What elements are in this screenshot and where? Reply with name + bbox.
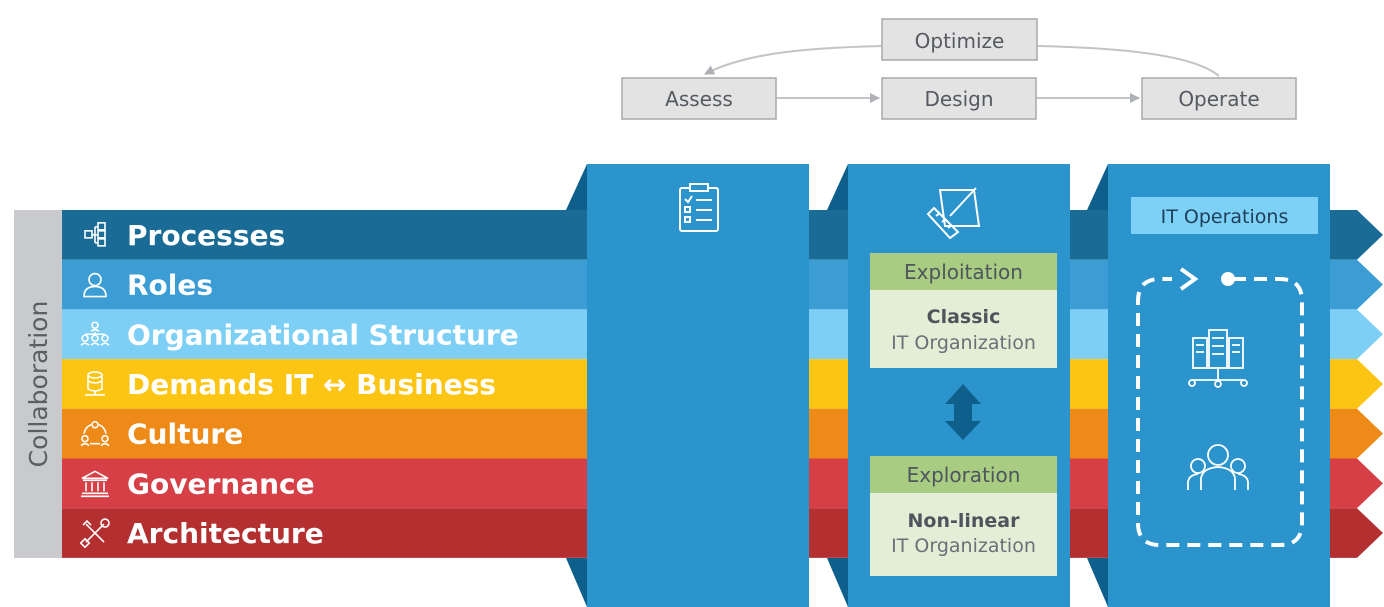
clipboard-checklist-icon xyxy=(679,183,719,232)
band-label: Organizational Structure xyxy=(127,318,519,351)
operate-box: Operate xyxy=(1141,77,1297,120)
exploration-subtitle: IT Organization xyxy=(891,535,1036,557)
band-label: Governance xyxy=(127,467,315,500)
person-icon xyxy=(83,272,107,298)
band-label: Culture xyxy=(127,418,243,451)
bidirectional-arrow-icon xyxy=(945,384,981,440)
exploitation-card: Exploitation Classic IT Organization xyxy=(870,253,1057,368)
band-label: Architecture xyxy=(127,517,324,550)
collaboration-label: Collaboration xyxy=(24,301,53,468)
assess-panel xyxy=(566,164,809,607)
operations-loop-icon xyxy=(1136,267,1304,547)
exploration-header: Exploration xyxy=(907,463,1021,487)
exploitation-title: Classic xyxy=(927,306,1001,328)
design-tools-icon xyxy=(926,187,981,240)
design-box: Design xyxy=(881,77,1037,120)
org-chart-icon xyxy=(80,321,110,346)
operate-panel: IT Operations xyxy=(1087,164,1330,607)
it-operations-header: IT Operations xyxy=(1131,197,1318,234)
optimize-box: Optimize xyxy=(881,18,1038,61)
exploitation-subtitle: IT Organization xyxy=(891,332,1036,354)
band-label: Processes xyxy=(127,219,285,252)
process-flow-icon xyxy=(84,222,106,247)
server-rack-icon xyxy=(1188,329,1248,388)
assess-box: Assess xyxy=(621,77,777,120)
exploration-title: Non-linear xyxy=(908,510,1021,532)
cycle-arrow-operate-optimize xyxy=(1036,45,1220,77)
people-circle-icon xyxy=(80,420,110,447)
database-icon xyxy=(85,371,105,396)
collaboration-side-bar: Collaboration xyxy=(14,210,62,558)
assess-label: Assess xyxy=(665,87,733,111)
team-icon xyxy=(1187,444,1249,490)
design-panel: Exploitation Classic IT Organization Exp… xyxy=(827,164,1070,607)
bank-icon xyxy=(81,470,109,498)
band-label: Roles xyxy=(127,269,213,302)
exploration-card: Exploration Non-linear IT Organization xyxy=(870,456,1057,576)
tools-icon xyxy=(79,518,110,549)
design-label: Design xyxy=(924,87,993,111)
optimize-label: Optimize xyxy=(915,29,1005,53)
it-operations-label: IT Operations xyxy=(1161,206,1289,228)
operate-label: Operate xyxy=(1178,87,1259,111)
cycle-diagram: Optimize Assess Design Operate xyxy=(621,18,1297,120)
exploitation-header: Exploitation xyxy=(904,260,1023,284)
cycle-arrow-optimize-assess xyxy=(704,45,883,75)
band-label: Demands IT ↔ Business xyxy=(127,368,496,401)
